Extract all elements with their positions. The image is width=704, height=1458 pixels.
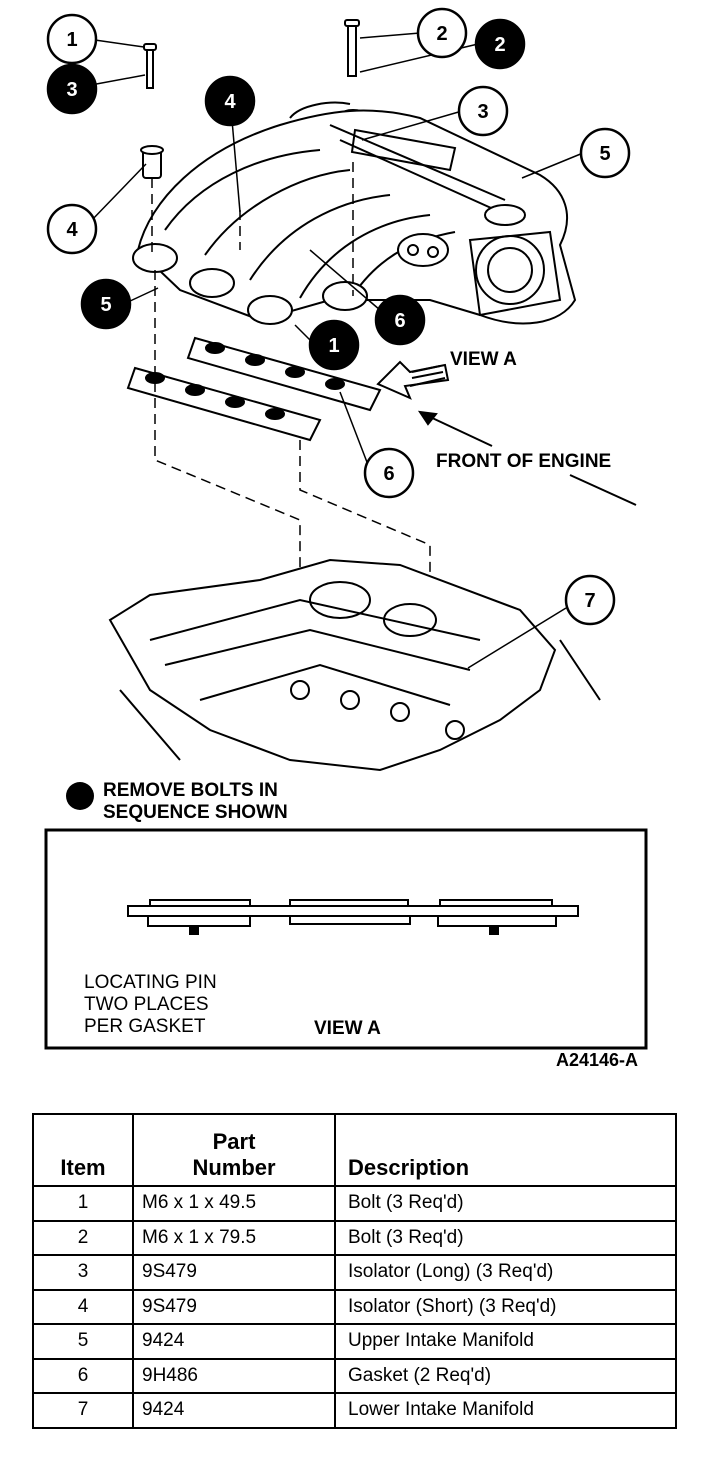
callout-4: 4 (46, 203, 98, 255)
callout-number: 1 (66, 29, 77, 51)
bolt-item-1-illustration (140, 43, 164, 179)
front-of-engine-label: FRONT OF ENGINE (436, 451, 611, 472)
callout-circle (579, 127, 631, 179)
callout-number: 3 (477, 101, 488, 123)
header-description: Description (334, 1113, 677, 1187)
cell-part-number: M6 x 1 x 49.5 (132, 1185, 336, 1222)
header-item: Item (32, 1113, 134, 1187)
cell-item: 3 (32, 1254, 134, 1291)
callout-5-sequence: 5 (80, 278, 132, 330)
callout-number: 7 (584, 590, 595, 612)
view-a-box-label: VIEW A (314, 1018, 381, 1039)
cell-description: Lower Intake Manifold (334, 1392, 677, 1429)
view-a-label: VIEW A (450, 349, 517, 370)
callout-6: 6 (363, 447, 415, 499)
view-a-detail-box (44, 828, 648, 1050)
pin-note-line-1: LOCATING PIN (84, 972, 217, 993)
callout-1: 1 (46, 13, 98, 65)
pin-note-line-2: TWO PLACES (84, 994, 209, 1015)
exploded-diagram: 12342354561676 REMOVE BOLTS IN SEQUENCE … (44, 7, 648, 1070)
callout-circle (564, 574, 616, 626)
front-of-engine-arrows (417, 410, 637, 506)
cell-item: 7 (32, 1392, 134, 1429)
cell-part-number: 9424 (132, 1323, 336, 1360)
callout-circle (374, 294, 426, 346)
callout-circle (46, 13, 98, 65)
callout-5: 5 (579, 127, 631, 179)
figure-reference: A24146-A (556, 1050, 638, 1070)
callout-circle (80, 278, 132, 330)
header-part-number-line-1: Part (212, 1129, 256, 1154)
legend-line-2: SEQUENCE SHOWN (103, 802, 288, 823)
callout-circle (457, 85, 509, 137)
cell-item: 5 (32, 1323, 134, 1360)
cell-description: Gasket (2 Req'd) (334, 1357, 677, 1394)
gasket-lower-illustration (126, 366, 322, 442)
cell-part-number: 9H486 (132, 1357, 336, 1394)
gasket-upper-illustration (186, 336, 382, 412)
cell-item: 6 (32, 1357, 134, 1394)
cell-part-number: 9S479 (132, 1254, 336, 1291)
cell-description: Upper Intake Manifold (334, 1323, 677, 1360)
callout-3: 3 (457, 85, 509, 137)
callout-number: 5 (599, 143, 610, 165)
callout-1-sequence: 1 (308, 319, 360, 371)
callout-number: 3 (66, 79, 77, 101)
callout-2-sequence: 2 (474, 18, 526, 70)
callout-circle (308, 319, 360, 371)
callout-number: 2 (436, 23, 447, 45)
callout-circle (46, 203, 98, 255)
upper-intake-manifold-illustration (136, 101, 577, 325)
pin-note-line-3: PER GASKET (84, 1016, 206, 1037)
header-part-number: Part Number (132, 1113, 336, 1187)
callout-3-sequence: 3 (46, 63, 98, 115)
callout-6-sequence: 6 (374, 294, 426, 346)
cell-item: 2 (32, 1219, 134, 1256)
callout-circle (204, 75, 256, 127)
cell-item: 1 (32, 1185, 134, 1222)
lower-intake-manifold-illustration (108, 558, 601, 772)
callout-circle (416, 7, 468, 59)
header-part-number-line-2: Number (192, 1155, 276, 1180)
callout-circle (46, 63, 98, 115)
cell-description: Isolator (Long) (3 Req'd) (334, 1254, 677, 1291)
cell-part-number: 9S479 (132, 1288, 336, 1325)
callout-number: 6 (394, 310, 405, 332)
callout-number: 4 (224, 91, 236, 113)
callout-number: 2 (494, 34, 505, 56)
view-a-arrow (376, 360, 450, 400)
callout-number: 5 (100, 294, 111, 316)
cell-part-number: M6 x 1 x 79.5 (132, 1219, 336, 1256)
callout-7: 7 (564, 574, 616, 626)
callout-circle (363, 447, 415, 499)
cell-description: Bolt (3 Req'd) (334, 1185, 677, 1222)
callout-number: 4 (66, 219, 78, 241)
callout-circle (474, 18, 526, 70)
callout-2: 2 (416, 7, 468, 59)
cell-part-number: 9424 (132, 1392, 336, 1429)
callout-number: 1 (328, 335, 339, 357)
cell-item: 4 (32, 1288, 134, 1325)
callout-4-sequence: 4 (204, 75, 256, 127)
cell-description: Bolt (3 Req'd) (334, 1219, 677, 1256)
legend-line-1: REMOVE BOLTS IN (103, 780, 278, 801)
cell-description: Isolator (Short) (3 Req'd) (334, 1288, 677, 1325)
legend-bullet-icon (66, 782, 94, 810)
table-header-row: Item Part Number Description (32, 1113, 677, 1187)
gasket-side-view-illustration (127, 899, 579, 935)
callout-number: 6 (383, 463, 394, 485)
callouts: 12342354561676 (46, 7, 631, 1018)
